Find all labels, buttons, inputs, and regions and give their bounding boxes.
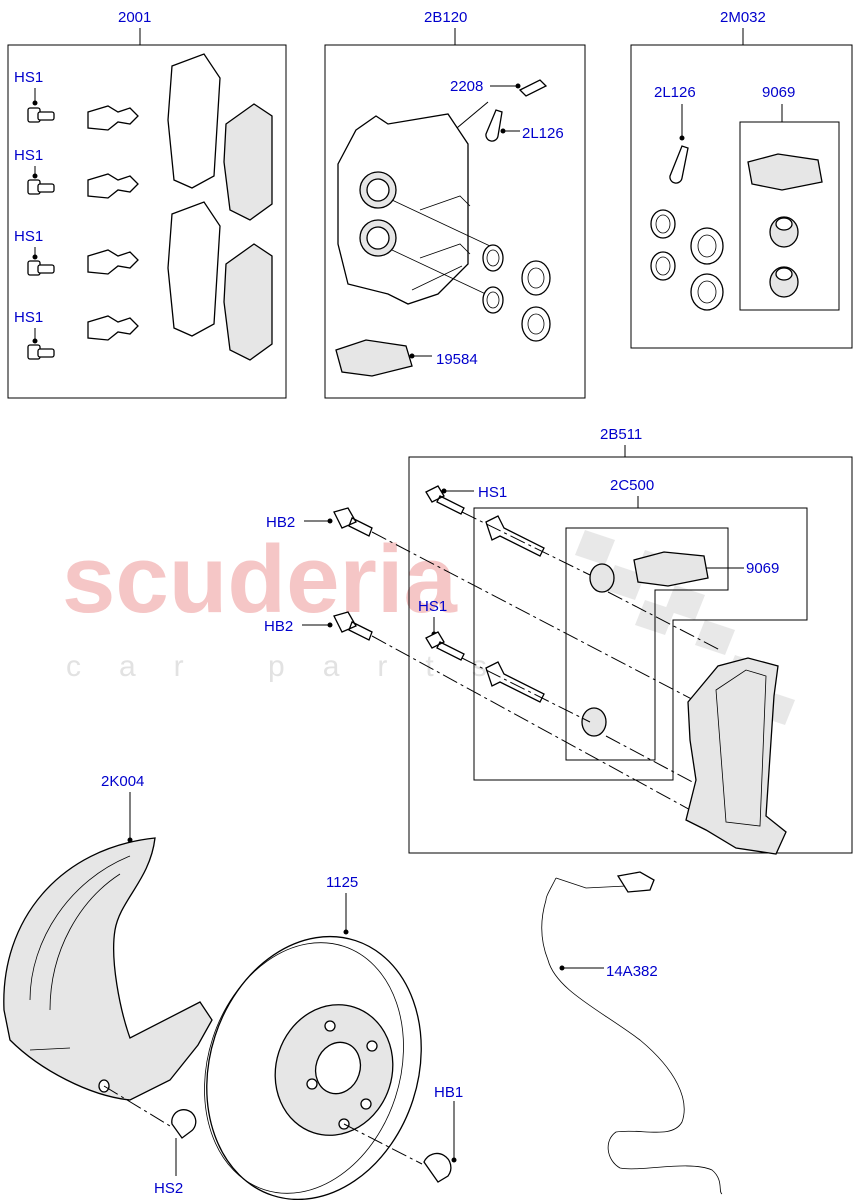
carrier-bracket	[685, 657, 787, 855]
group-label-2m032[interactable]: 2M032	[720, 9, 766, 26]
callout-hs2[interactable]: HS2	[154, 1180, 183, 1197]
watermark-tagline: car parts	[66, 650, 525, 683]
callout-hs1[interactable]: HS1	[14, 147, 43, 164]
callout-hs1-carrier-top[interactable]: HS1	[478, 484, 507, 501]
dust-shield	[3, 837, 213, 1101]
sensor-connector	[616, 871, 655, 893]
hs2-screw	[171, 1109, 197, 1139]
mount-grease-box	[565, 527, 729, 761]
guide-pin-top	[485, 515, 545, 557]
caliper-body	[337, 113, 491, 305]
group-label-2001[interactable]: 2001	[118, 9, 151, 26]
repair-kit-group: 2M032 2L126 9069	[630, 9, 853, 349]
pads-kit-box	[7, 44, 287, 399]
bleed-screw	[518, 79, 548, 97]
callout-14a382[interactable]: 14A382	[606, 963, 658, 980]
dust-shield-group: 2K004 HS2	[3, 773, 213, 1197]
callout-hs1[interactable]: HS1	[14, 69, 43, 86]
carrier-box	[408, 456, 853, 854]
pin-boot-bottom	[581, 707, 607, 737]
pads-kit-group: 2001 HS1 HS1 HS1 HS1	[7, 9, 287, 399]
bleed-cap-repair	[669, 145, 689, 184]
callout-hs1[interactable]: HS1	[14, 228, 43, 245]
hs1-bolt-2[interactable]: HS1	[14, 147, 55, 195]
callout-2k004[interactable]: 2K004	[101, 773, 144, 790]
hs1-bolt-4[interactable]: HS1	[14, 309, 55, 360]
pin-boot-top	[589, 563, 615, 593]
repair-kit-box	[630, 44, 853, 349]
watermark: scuderia car parts	[62, 526, 795, 725]
seals-repair	[650, 209, 724, 311]
callout-9069-repair[interactable]: 9069	[762, 84, 795, 101]
callout-hs1-carrier-bottom[interactable]: HS1	[418, 598, 447, 615]
callout-19584[interactable]: 19584	[436, 351, 478, 368]
piston-seals	[482, 244, 551, 342]
bleed-cap	[485, 109, 503, 142]
hb1-screw	[423, 1152, 452, 1183]
hb2-bolt-top	[333, 507, 373, 537]
callout-hb1[interactable]: HB1	[434, 1084, 463, 1101]
grease-pack-mount	[633, 551, 709, 587]
watermark-brand: scuderia	[62, 526, 457, 633]
callout-2l126-repair[interactable]: 2L126	[654, 84, 696, 101]
grease-box	[739, 121, 840, 311]
anti-rattle-clips	[87, 105, 139, 341]
callout-9069-mount[interactable]: 9069	[746, 560, 779, 577]
mounting-kit-box	[473, 507, 808, 781]
carrier-assembly-group: 2B511 2C500 9069 HS1 HS1 HB2 HB2	[264, 426, 853, 855]
group-label-2b511[interactable]: 2B511	[600, 426, 642, 443]
caliper-box	[324, 44, 586, 399]
callout-2l126[interactable]: 2L126	[522, 125, 564, 142]
carrier-bolt-bottom	[425, 631, 465, 661]
callout-hb2-bottom[interactable]: HB2	[264, 618, 293, 635]
callout-hs1[interactable]: HS1	[14, 309, 43, 326]
hs1-bolt-1[interactable]: HS1	[14, 69, 55, 123]
wear-sensor-group: 14A382	[541, 871, 723, 1195]
hb2-bolt-bottom	[333, 611, 373, 641]
grease-pack-repair	[747, 153, 823, 191]
brake-pads	[167, 53, 273, 361]
brake-disc-group: 1125 HB1	[204, 874, 463, 1200]
brake-disc-center-hole	[314, 1041, 362, 1095]
callout-1125[interactable]: 1125	[326, 874, 358, 891]
caliper-group: 2B120 2208 2L126 19584	[324, 9, 586, 399]
callout-2208[interactable]: 2208	[450, 78, 483, 95]
group-label-2b120[interactable]: 2B120	[424, 9, 467, 26]
callout-hb2-top[interactable]: HB2	[266, 514, 295, 531]
boots	[769, 216, 799, 298]
hs1-bolt-3[interactable]: HS1	[14, 228, 55, 276]
group-label-2c500[interactable]: 2C500	[610, 477, 654, 494]
carrier-bolt-top	[425, 485, 465, 515]
grease-pack	[335, 339, 413, 377]
